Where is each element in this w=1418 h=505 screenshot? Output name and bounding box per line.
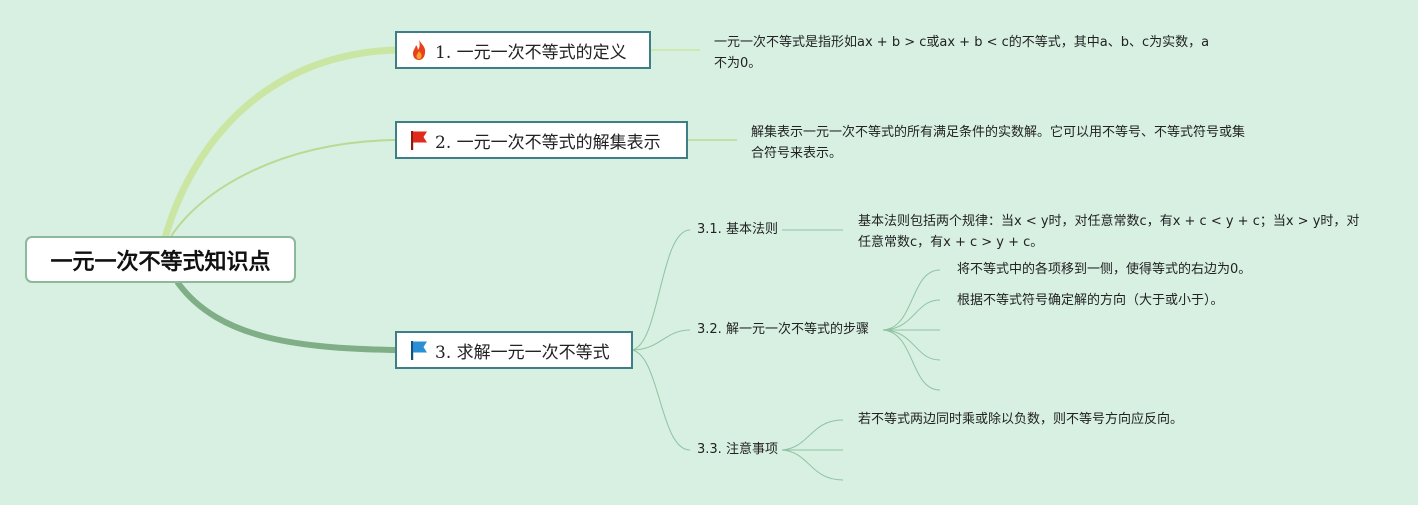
- subtopic-notes[interactable]: 3.3. 注意事项: [697, 442, 778, 457]
- definition-note: 一元一次不等式是指形如ax + b > c或ax + b < c的不等式，其中a…: [714, 35, 1210, 71]
- fire-icon: [409, 39, 429, 61]
- red-flag-icon: [409, 129, 429, 151]
- branch-solving-label: 3. 求解一元一次不等式: [435, 342, 610, 363]
- basic-rules-note: 基本法则包括两个规律：当x < y时，对任意常数c，有x + c < y + c…: [858, 214, 1360, 250]
- step-item: 将不等式中的各项移到一侧，使得等式的右边为0。: [957, 262, 1252, 277]
- branch-solution-set-label: 2. 一元一次不等式的解集表示: [435, 132, 661, 153]
- branch-solving[interactable]: 3. 求解一元一次不等式: [395, 331, 633, 369]
- subtopic-basic-rules[interactable]: 3.1. 基本法则: [697, 222, 778, 237]
- branch-definition[interactable]: 1. 一元一次不等式的定义: [395, 31, 651, 69]
- solution-set-note: 解集表示一元一次不等式的所有满足条件的实数解。它可以用不等号、不等式符号或集合符…: [751, 125, 1246, 161]
- subtopic-steps[interactable]: 3.2. 解一元一次不等式的步骤: [697, 322, 869, 337]
- branch-definition-label: 1. 一元一次不等式的定义: [435, 42, 627, 63]
- root-topic-label: 一元一次不等式知识点: [50, 249, 271, 275]
- root-topic[interactable]: 一元一次不等式知识点: [25, 236, 296, 283]
- note-item: 若不等式两边同时乘或除以负数，则不等号方向应反向。: [858, 412, 1184, 427]
- blue-flag-icon: [409, 339, 429, 361]
- step-item: 根据不等式符号确定解的方向（大于或小于）。: [957, 293, 1224, 308]
- branch-solution-set[interactable]: 2. 一元一次不等式的解集表示: [395, 121, 688, 159]
